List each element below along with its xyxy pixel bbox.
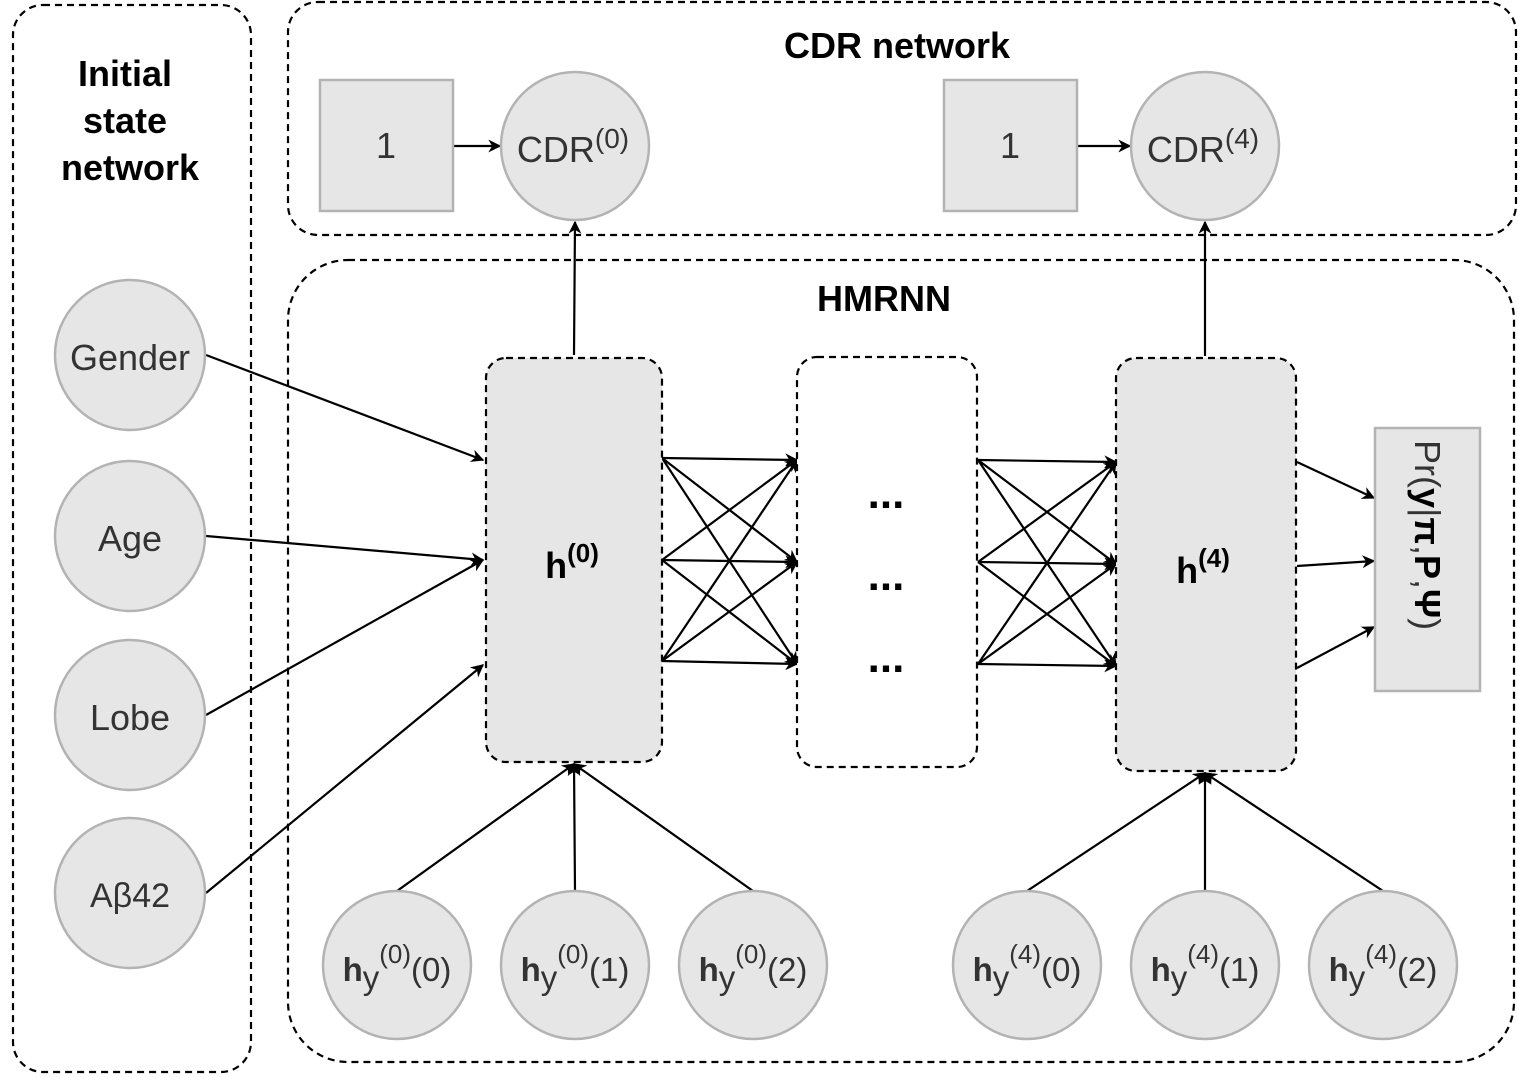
hidden-label-4: h(4) bbox=[1176, 543, 1230, 591]
input-label-age: Age bbox=[98, 518, 162, 559]
input-node-gender: Gender bbox=[53, 278, 207, 432]
hmrnn-title: HMRNN bbox=[817, 278, 951, 319]
initial-state-title-line2: state bbox=[83, 100, 167, 141]
initial-state-title: Initial state network bbox=[61, 53, 200, 188]
hidden-state-0: h(0) bbox=[484, 356, 664, 764]
cdr-label-4: CDR(4) bbox=[1147, 123, 1259, 170]
likelihood-box: Pr(y|π,P,Ψ) bbox=[1373, 426, 1482, 693]
likelihood-label: Pr(y|π,P,Ψ) bbox=[1407, 440, 1448, 630]
initial-state-group bbox=[11, 3, 253, 1074]
constant-box-0: 1 bbox=[318, 78, 455, 213]
edges-obs-to-h0 bbox=[396, 762, 754, 892]
hmrnn-group bbox=[286, 258, 1516, 1064]
ellipsis-row-2: ... bbox=[868, 551, 905, 600]
hidden-state-4: h(4) bbox=[1114, 356, 1298, 773]
obs-node-4-1: hy(4)(1) bbox=[1129, 889, 1281, 1041]
cdr-node-0: CDR(0) bbox=[499, 70, 651, 222]
obs-label-4-1: hy(4)(1) bbox=[1151, 939, 1260, 996]
edges-middle-to-h4 bbox=[977, 455, 1118, 673]
edge-gender-to-h0 bbox=[205, 353, 485, 462]
ellipsis-row-1: ... bbox=[868, 469, 905, 518]
cdr-node-4: CDR(4) bbox=[1129, 70, 1281, 222]
obs-label-4-0: hy(4)(0) bbox=[973, 939, 1082, 996]
initial-state-title-line1: Initial bbox=[78, 53, 172, 94]
edge-age-to-h0 bbox=[205, 534, 485, 566]
edges-h0-to-middle bbox=[661, 453, 799, 671]
edge-lobe-to-h0 bbox=[205, 559, 485, 716]
hidden-label-0: h(0) bbox=[545, 538, 599, 586]
obs-label-0-2: hy(0)(2) bbox=[699, 939, 808, 996]
input-label-abeta42: Aβ42 bbox=[90, 877, 170, 915]
cdr-label-0: CDR(0) bbox=[517, 123, 629, 170]
input-node-age: Age bbox=[53, 459, 207, 613]
constant-label-4: 1 bbox=[1000, 125, 1020, 166]
obs-label-4-2: hy(4)(2) bbox=[1329, 939, 1438, 996]
cdr-network-group bbox=[286, 0, 1518, 237]
obs-label-0-0: hy(0)(0) bbox=[343, 939, 452, 996]
obs-node-0-2: hy(0)(2) bbox=[677, 889, 829, 1041]
input-node-abeta42: Aβ42 bbox=[53, 816, 207, 970]
ellipsis-row-3: ... bbox=[868, 633, 905, 682]
obs-label-0-1: hy(0)(1) bbox=[521, 939, 630, 996]
obs-node-0-1: hy(0)(1) bbox=[499, 889, 651, 1041]
input-label-gender: Gender bbox=[70, 337, 190, 378]
constant-box-4: 1 bbox=[942, 78, 1079, 213]
obs-node-0-0: hy(0)(0) bbox=[321, 889, 473, 1041]
cdr-network-title: CDR network bbox=[784, 25, 1011, 66]
edge-h0-to-cdr0 bbox=[568, 220, 582, 356]
edges-h4-to-likelihood bbox=[1296, 461, 1376, 669]
initial-state-title-line3: network bbox=[61, 147, 200, 188]
edges-obs-to-h4 bbox=[1026, 771, 1384, 892]
middle-state: ... ... ... bbox=[795, 355, 979, 769]
edge-abeta-to-h0 bbox=[205, 664, 485, 894]
constant-label-0: 1 bbox=[376, 125, 396, 166]
input-node-lobe: Lobe bbox=[53, 638, 207, 792]
obs-node-4-0: hy(4)(0) bbox=[951, 889, 1103, 1041]
input-label-lobe: Lobe bbox=[90, 697, 170, 738]
obs-node-4-2: hy(4)(2) bbox=[1307, 889, 1459, 1041]
